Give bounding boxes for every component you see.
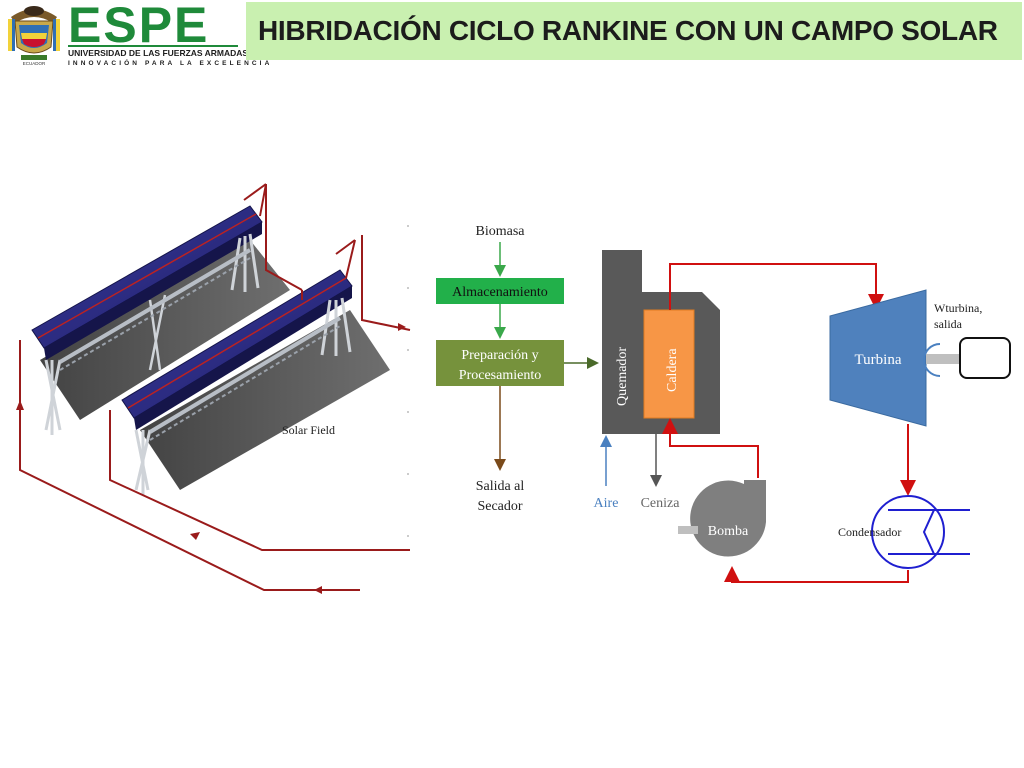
condenser	[871, 495, 945, 569]
label-almacenamiento: Almacenamiento	[452, 285, 548, 300]
label-turbina: Turbina	[855, 352, 902, 368]
brand-divider	[68, 45, 238, 47]
box-preparacion	[436, 340, 564, 386]
boiler-caldera	[643, 309, 695, 419]
pipe-bomba-caldera	[662, 418, 759, 478]
turbine-shaft	[926, 354, 960, 364]
generator-box	[959, 337, 1011, 379]
collector-row-2	[121, 269, 353, 495]
label-salida-2: Secador	[477, 499, 522, 514]
pump-shaft	[678, 526, 698, 534]
pipe-arrows	[16, 323, 406, 594]
brand-tagline: INNOVACIÓN PARA LA EXCELENCIA	[68, 60, 273, 67]
box-almacenamiento	[436, 278, 564, 304]
label-caldera: Caldera	[665, 348, 680, 392]
espe-brand: ESPE UNIVERSIDAD DE LAS FUERZAS ARMADAS …	[66, 0, 269, 70]
label-wturbina-1: Wturbina,	[934, 301, 982, 315]
condenser-coil	[888, 509, 970, 555]
rankine-process-diagram: Biomasa Almacenamiento Preparación y Pro…	[407, 224, 1011, 590]
collector-row-1	[31, 205, 263, 435]
label-quemador: Quemador	[615, 347, 630, 406]
slide-title: HIBRIDACIÓN CICLO RANKINE CON UN CAMPO S…	[258, 15, 998, 46]
label-wturbina-2: salida	[934, 317, 963, 331]
label-condensador: Condensador	[838, 525, 901, 539]
emblem-caption: ECUADOR	[23, 61, 46, 66]
university-name: UNIVERSIDAD DE LAS FUERZAS ARMADAS	[68, 48, 249, 58]
label-preparacion-1: Preparación y	[461, 348, 538, 363]
header: ECUADOR ESPE UNIVERSIDAD DE LAS FUERZAS …	[0, 0, 1024, 72]
solar-field-illustration: Solar Field	[16, 183, 411, 594]
pump-bomba	[690, 480, 766, 557]
pipe-caldera-turbina	[669, 263, 884, 310]
brand-name: ESPE	[68, 0, 210, 53]
pipe-condensador-bomba	[724, 566, 909, 583]
label-ceniza: Ceniza	[641, 496, 681, 511]
shadow-row-2	[140, 310, 390, 490]
solar-field-label: Solar Field	[282, 423, 335, 437]
label-bomba: Bomba	[708, 524, 749, 539]
label-biomasa: Biomasa	[476, 224, 526, 239]
espe-emblem-logo: ECUADOR	[8, 6, 60, 66]
shadow-row-1	[40, 240, 290, 420]
label-salida-1: Salida al	[476, 479, 525, 494]
label-preparacion-2: Procesamiento	[459, 368, 541, 383]
shaft-rotation-icon	[923, 343, 941, 377]
label-aire: Aire	[594, 496, 619, 511]
turbine	[829, 289, 927, 427]
title-bar: HIBRIDACIÓN CICLO RANKINE CON UN CAMPO S…	[246, 2, 1022, 60]
